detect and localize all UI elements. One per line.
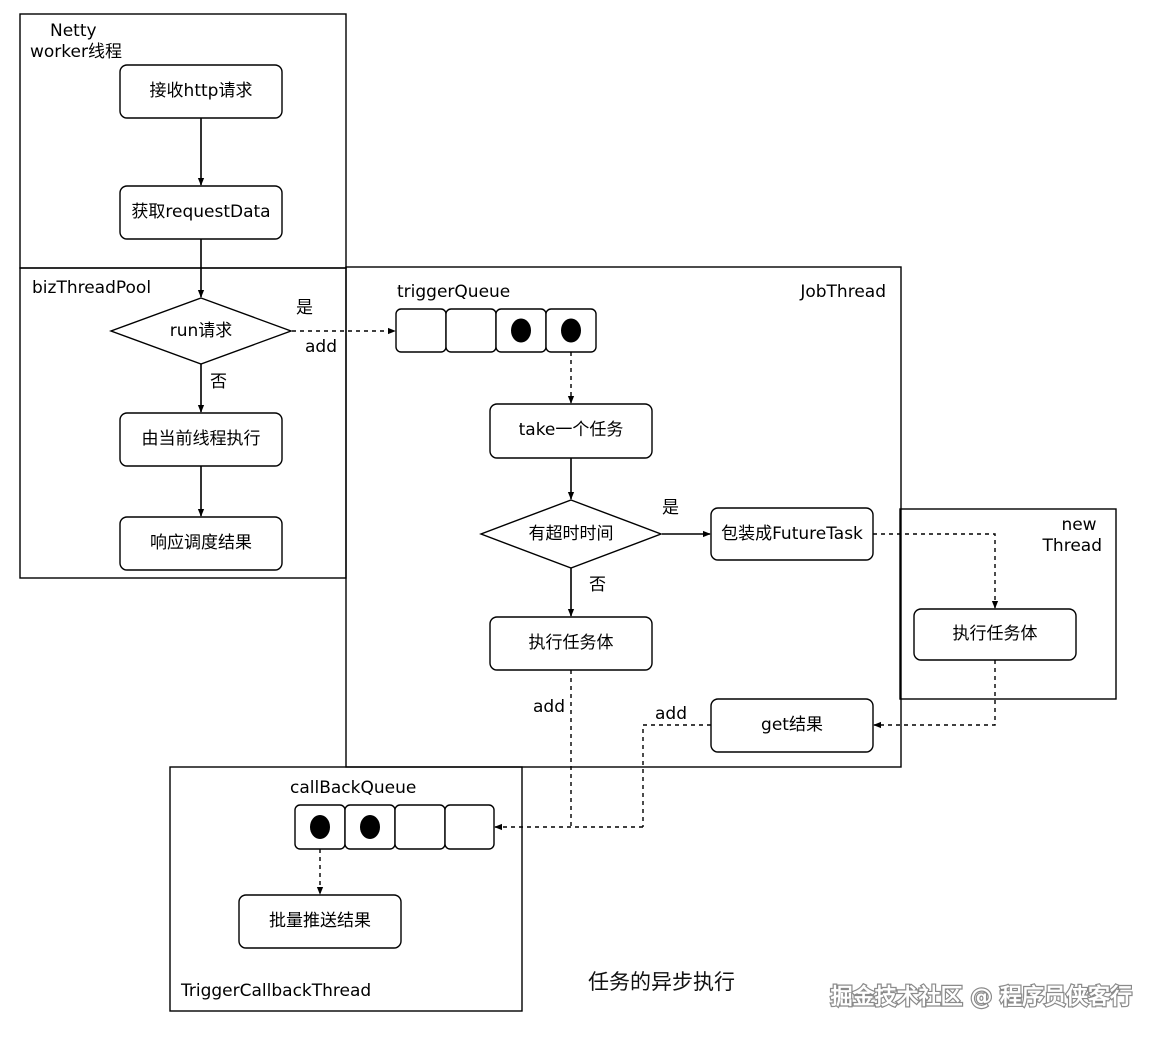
run-yes-label: 是 <box>296 298 313 318</box>
job-thread-title: JobThread <box>799 282 886 302</box>
new-thread-title-line2: Thread <box>1042 536 1102 556</box>
new-thread-title: new Thread <box>1042 515 1102 556</box>
new-thread-title-line1: new <box>1061 515 1096 535</box>
queue-slot <box>445 308 497 353</box>
queued-task-dot <box>561 318 581 343</box>
job-thread-lane <box>345 266 902 768</box>
timeout-yes-label: 是 <box>662 498 679 518</box>
edge-get-result-add <box>642 724 711 827</box>
netty-worker-title: Netty worker线程 <box>30 21 122 62</box>
diagram-caption: 任务的异步执行 <box>588 970 735 994</box>
netty-worker-title-line1: Netty <box>50 21 97 41</box>
queued-result-dot <box>310 815 330 839</box>
receive-http-label: 接收http请求 <box>150 81 253 101</box>
callback-queue <box>294 804 495 850</box>
timeout-no-label: 否 <box>589 575 606 595</box>
wrap-future-task-label: 包装成FutureTask <box>721 524 863 544</box>
run-request-label: run请求 <box>170 321 233 341</box>
exec-task-body-job-label: 执行任务体 <box>529 633 614 653</box>
edge-new-exec-to-get-result <box>873 660 996 729</box>
has-timeout-label: 有超时时间 <box>529 524 614 544</box>
get-request-data-label: 获取requestData <box>131 202 270 222</box>
queued-result-dot <box>360 815 380 839</box>
exec-task-body-new-label: 执行任务体 <box>953 624 1038 644</box>
queued-task-dot <box>511 318 531 343</box>
trigger-queue <box>395 308 597 353</box>
respond-result-label: 响应调度结果 <box>150 533 252 553</box>
netty-worker-title-line2: worker线程 <box>30 42 122 62</box>
queue-slot <box>444 804 495 850</box>
take-task-label: take一个任务 <box>519 420 624 440</box>
exec-add-label: add <box>533 697 565 717</box>
watermark: 掘金技术社区 @ 程序员侠客行 <box>831 984 1132 1010</box>
trigger-queue-label: triggerQueue <box>397 282 510 302</box>
get-add-label: add <box>655 704 687 724</box>
edge-wrap-to-new-thread-exec <box>873 533 999 609</box>
queue-slot <box>395 308 447 353</box>
run-add-label: add <box>305 337 337 357</box>
trigger-callback-thread-title: TriggerCallbackThread <box>180 981 371 1001</box>
get-result-label: get结果 <box>761 715 823 735</box>
queue-slot <box>394 804 446 850</box>
new-thread-lane <box>899 508 1117 700</box>
batch-push-label: 批量推送结果 <box>269 911 371 931</box>
exec-current-thread-label: 由当前线程执行 <box>142 429 261 449</box>
batch-push-node <box>238 894 402 949</box>
run-no-label: 否 <box>210 372 227 392</box>
callback-queue-label: callBackQueue <box>290 778 416 798</box>
biz-thread-pool-title: bizThreadPool <box>32 278 151 298</box>
trigger-callback-thread-lane <box>169 766 523 1012</box>
respond-result-node <box>119 516 283 571</box>
